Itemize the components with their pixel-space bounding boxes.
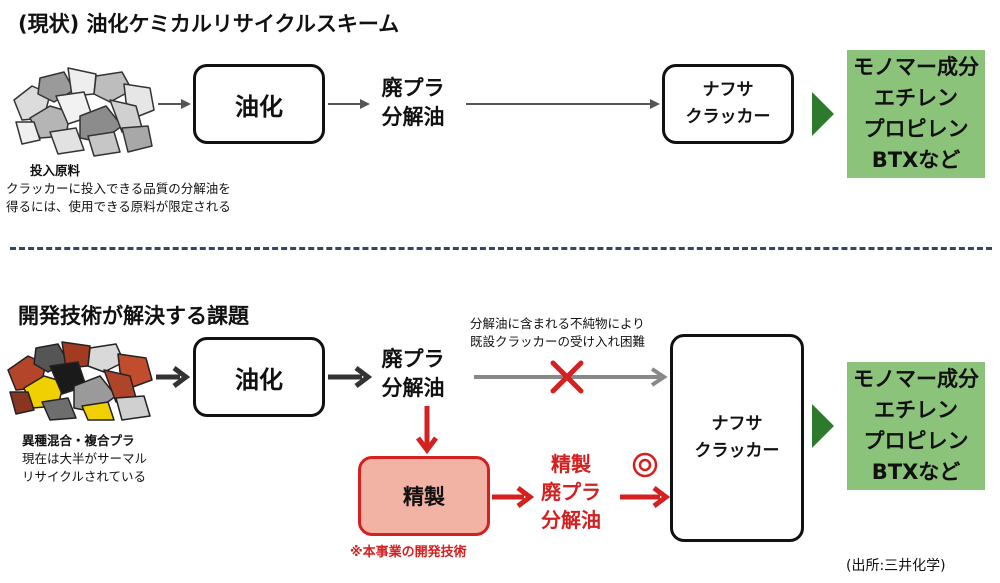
top-oil-label: 廃プラ 分解油 <box>372 74 454 132</box>
top-oil-label-line1: 廃プラ <box>381 76 445 100</box>
top-product-monomer: モノマー成分 <box>853 55 979 79</box>
red-arrow-to-refined-oil <box>492 486 535 508</box>
bottom-product-propylene: プロピレン <box>863 429 969 453</box>
top-section-title: (現状) 油化ケミカルリサイクルスキーム <box>18 12 400 36</box>
top-caption-line1: クラッカーに投入できる品質の分解油を <box>6 181 231 196</box>
red-arrow-to-cracker <box>620 486 671 508</box>
refined-oil-label-line2: 廃プラ <box>541 480 601 504</box>
bottom-arrow-to-oil <box>328 366 373 388</box>
mixed-plastic-pile-icon <box>7 341 153 421</box>
impurity-note-line1: 分解油に含まれる不純物により <box>470 316 645 331</box>
bottom-oilification-box: 油化 <box>193 337 325 417</box>
refined-oil-label-line1: 精製 <box>551 452 591 476</box>
top-naphtha-cracker-box: ナフサ クラッカー <box>662 64 794 144</box>
plastic-pile-icon <box>13 67 155 157</box>
bottom-green-triangle-icon <box>812 404 834 448</box>
bottom-naphtha-cracker-box: ナフサ クラッカー <box>670 334 804 542</box>
bottom-product-ethylene: エチレン <box>874 398 958 422</box>
top-caption-line2: 得るには、使用できる原料が限定される <box>6 199 231 214</box>
top-cracker-line1: ナフサ <box>702 80 754 100</box>
section-divider <box>10 247 992 250</box>
blocked-x-icon <box>550 360 584 394</box>
refining-box: 精製 <box>358 456 490 536</box>
bottom-products-box: モノマー成分 エチレン プロピレン BTXなど <box>847 362 985 490</box>
bottom-product-monomer: モノマー成分 <box>853 367 979 391</box>
bottom-caption-title: 異種混合・複合プラ <box>22 433 135 448</box>
bottom-caption-line1: 現在は大半がサーマル <box>22 451 148 466</box>
top-oil-label-line2: 分解油 <box>381 105 445 129</box>
refining-note: ※本事業の開発技術 <box>350 545 467 560</box>
top-product-ethylene: エチレン <box>874 86 958 110</box>
top-oilification-box: 油化 <box>193 64 325 144</box>
bottom-arrow-to-oilification <box>156 366 191 388</box>
source-credit: (出所:三井化学) <box>846 558 946 574</box>
refined-oil-label-line3: 分解油 <box>541 508 601 532</box>
bottom-cracker-line2: クラッカー <box>694 441 780 461</box>
impurity-note-line2: 既設クラッカーの受け入れ困難 <box>470 334 646 349</box>
bottom-product-btx: BTXなど <box>871 460 961 484</box>
bottom-caption-line2: リサイクルされている <box>22 469 147 484</box>
bottom-oil-label-line1: 廃プラ <box>381 347 445 371</box>
top-green-triangle-icon <box>812 92 834 136</box>
bottom-oil-label-line2: 分解油 <box>381 376 445 400</box>
top-caption-title: 投入原料 <box>30 163 81 178</box>
top-products-box: モノマー成分 エチレン プロピレン BTXなど <box>847 50 985 178</box>
refined-oil-label: 精製 廃プラ 分解油 <box>530 450 612 534</box>
bottom-oil-label: 廃プラ 分解油 <box>372 345 454 403</box>
double-circle-icon <box>632 452 658 478</box>
top-cracker-line2: クラッカー <box>685 107 771 127</box>
top-product-propylene: プロピレン <box>863 117 969 141</box>
top-product-btx: BTXなど <box>871 148 961 172</box>
bottom-cracker-line1: ナフサ <box>711 414 763 434</box>
bottom-section-title: 開発技術が解決する課題 <box>18 304 249 328</box>
red-arrow-down-to-refining <box>416 406 438 455</box>
